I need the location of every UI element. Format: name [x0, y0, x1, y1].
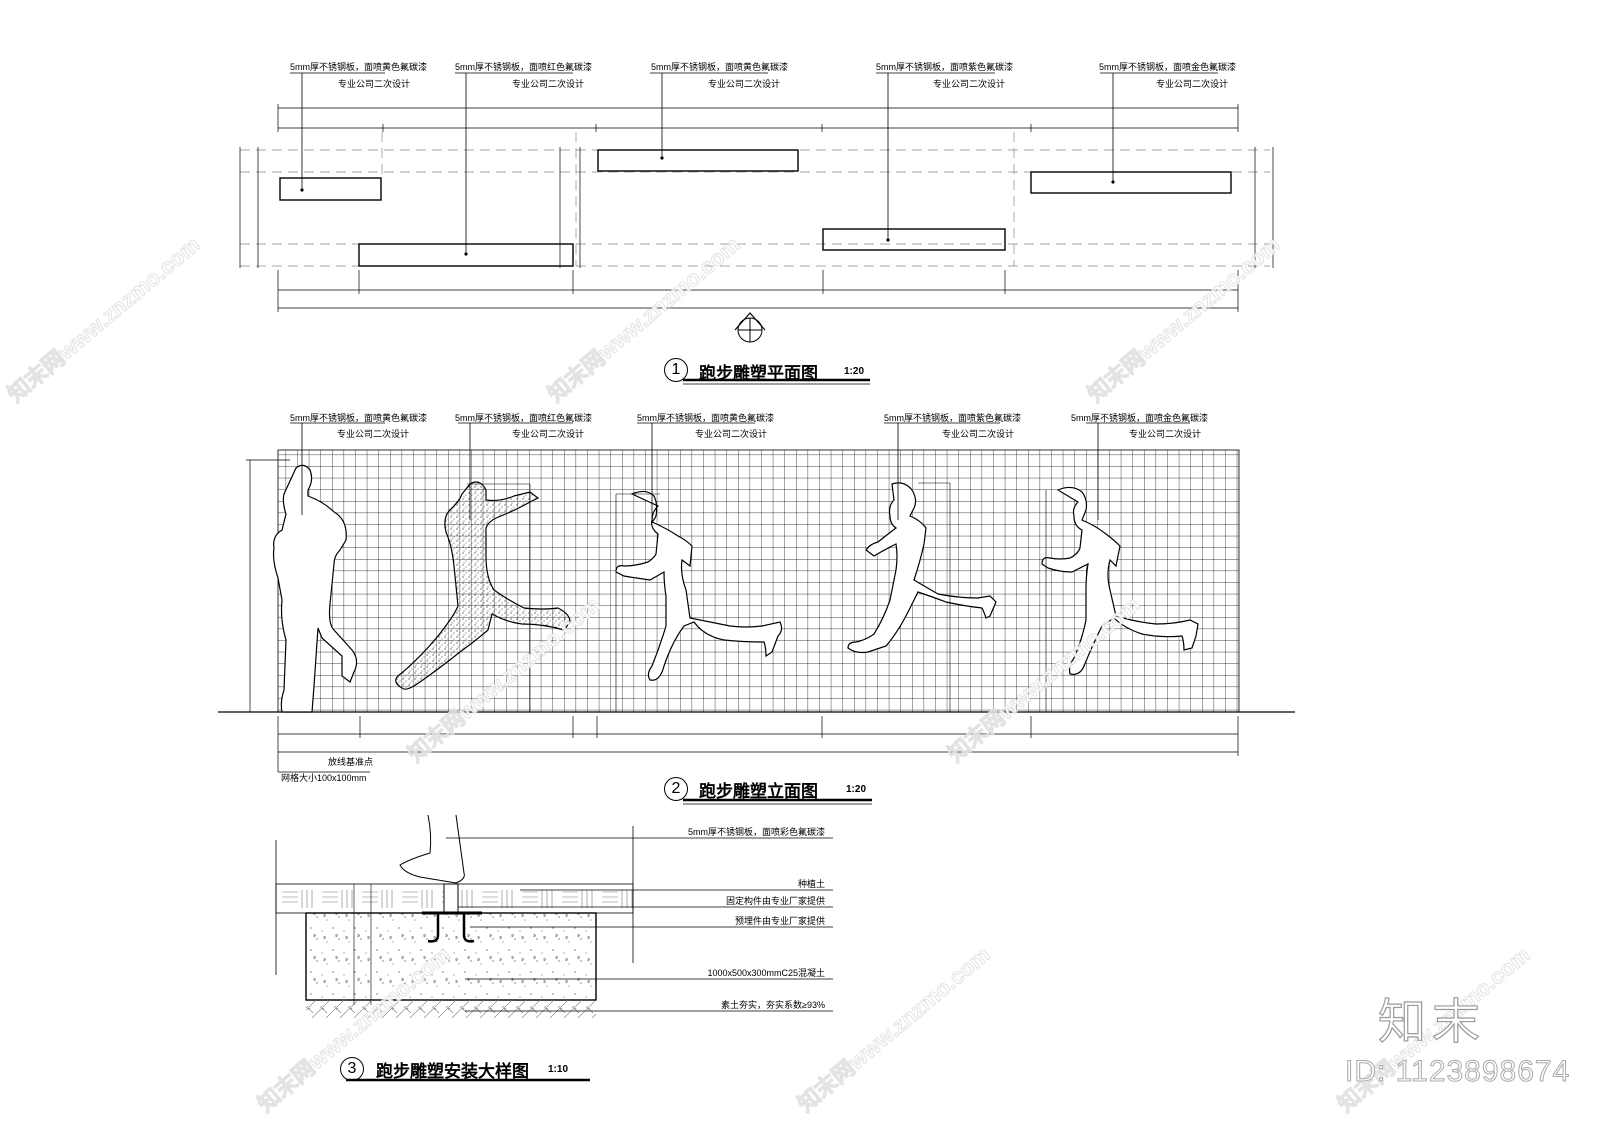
- detail-note-concrete-footing: 1000x500x300mmC25混凝土: [707, 968, 825, 978]
- detail-section: [275, 814, 833, 1082]
- elevation-callout-2-material: 5mm厚不锈钢板，面喷红色氟碳漆: [455, 413, 593, 423]
- plan-callout-1-note: 专业公司二次设计: [338, 79, 411, 89]
- elevation-callout-3-note: 专业公司二次设计: [695, 429, 768, 439]
- plan-plate-1: [279, 177, 382, 201]
- plan-plate-5: [1030, 171, 1232, 194]
- plan-callout-5-material: 5mm厚不锈钢板，面喷金色氟碳漆: [1099, 62, 1237, 72]
- runner-figure-3: [615, 490, 783, 681]
- detail-note-plate: 5mm厚不锈钢板，面喷彩色氟碳漆: [687, 827, 825, 837]
- plan-callout-4-material: 5mm厚不锈钢板，面喷紫色氟碳漆: [876, 62, 1014, 72]
- grid-size-note: 网格大小100x100mm: [281, 773, 367, 783]
- plan-plate-3: [597, 149, 799, 172]
- detail-view-scale: 1:10: [548, 1064, 569, 1075]
- plan-view-title: 跑步雕塑平面图: [699, 364, 818, 384]
- elevation-callout-1-note: 专业公司二次设计: [337, 429, 410, 439]
- detail-view-title: 跑步雕塑安装大样图: [376, 1062, 529, 1082]
- plan-callout-3-material: 5mm厚不锈钢板，面喷黄色氟碳漆: [651, 62, 789, 72]
- plan-plate-4: [822, 228, 1006, 251]
- plan-callout-2-material: 5mm厚不锈钢板，面喷红色氟碳漆: [455, 62, 593, 72]
- runner-figure-4: [847, 482, 997, 654]
- plan-callout-4-note: 专业公司二次设计: [933, 79, 1006, 89]
- plan-callout-2-note: 专业公司二次设计: [512, 79, 585, 89]
- elevation-callout-1-material: 5mm厚不锈钢板，面喷黄色氟碳漆: [290, 413, 428, 423]
- plan-view-scale: 1:20: [844, 366, 865, 377]
- elevation-view-title: 跑步雕塑立面图: [699, 782, 818, 802]
- plan-callout-1-material: 5mm厚不锈钢板，面喷黄色氟碳漆: [290, 62, 428, 72]
- elevation-callout-4-note: 专业公司二次设计: [942, 429, 1015, 439]
- detail-note-compacted-soil: 素土夯实，夯实系数≥93%: [721, 1000, 825, 1010]
- detail-note-embedded-part: 预埋件由专业厂家提供: [734, 916, 825, 926]
- plan-callout-3-note: 专业公司二次设计: [708, 79, 781, 89]
- detail-note-fixing-component: 固定构件由专业厂家提供: [725, 896, 825, 906]
- elevation-callout-5-material: 5mm厚不锈钢板，面喷金色氟碳漆: [1071, 413, 1209, 423]
- elevation-callout-3-material: 5mm厚不锈钢板，面喷黄色氟碳漆: [637, 413, 775, 423]
- elevation-callout-2-note: 专业公司二次设计: [512, 429, 585, 439]
- elevation-view-number: 2: [664, 777, 688, 801]
- elevation-view-scale: 1:20: [846, 784, 867, 795]
- elevation-view: [218, 422, 1295, 805]
- baseline-reference-note: 放线基准点: [328, 757, 374, 767]
- detail-view-number: 3: [340, 1057, 364, 1081]
- elevation-callout-4-material: 5mm厚不锈钢板，面喷紫色氟碳漆: [884, 413, 1022, 423]
- detail-note-planting-soil: 种植土: [797, 879, 825, 889]
- watermark-logo: 知末: [1377, 993, 1487, 1050]
- runner-figure-5: [1041, 486, 1199, 675]
- elevation-callout-5-note: 专业公司二次设计: [1129, 429, 1202, 439]
- plan-view: [239, 72, 1274, 385]
- runner-figure-2: [395, 481, 571, 690]
- plan-view-number: 1: [664, 358, 688, 382]
- watermark-id: ID: 1123898674: [1344, 1055, 1571, 1089]
- plan-callout-5-note: 专业公司二次设计: [1156, 79, 1229, 89]
- runner-figure-1: [272, 464, 358, 713]
